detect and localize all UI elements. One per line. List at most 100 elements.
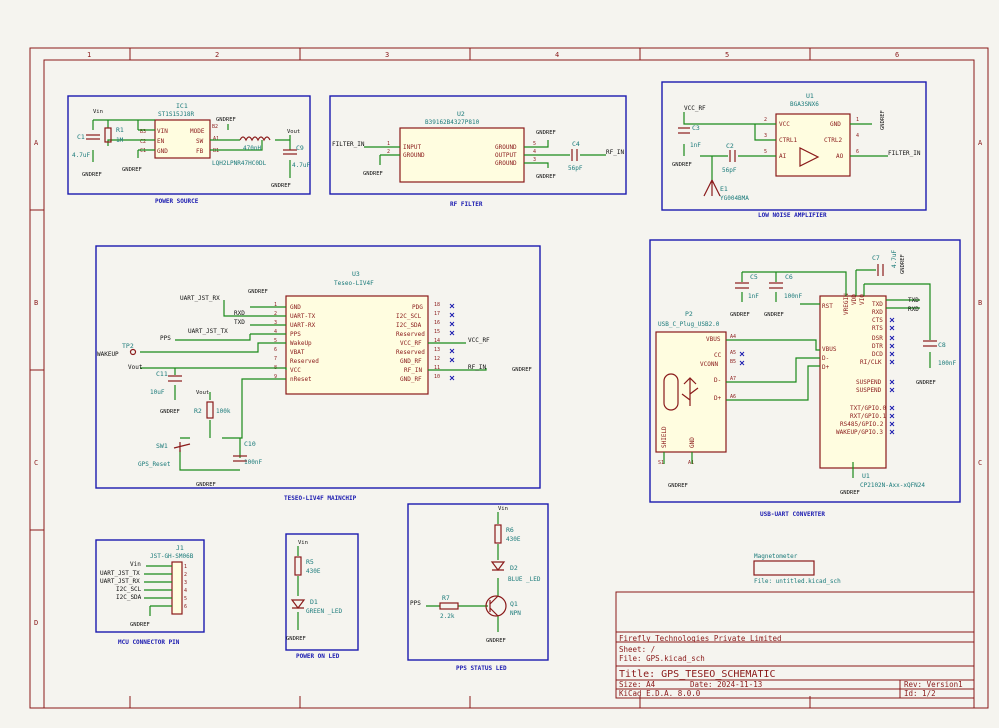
r6-value: 430E — [506, 536, 521, 543]
filter-gnd-3: GNDREF — [536, 174, 556, 180]
teseo-net-rf-in: RF_IN — [468, 364, 486, 371]
u3-pin-r15: Reserved — [396, 331, 425, 338]
u3-ref: U3 — [352, 270, 360, 278]
lna-pin-gnd: GND — [830, 121, 841, 128]
ic1-pin-fb: FB — [196, 148, 204, 155]
grid-row-b-right: B — [978, 299, 982, 307]
p2-pin-dm: D- — [714, 377, 721, 384]
u2-pin-ground-r1: GROUND — [495, 144, 517, 151]
u2-num-1: 1 — [387, 141, 390, 147]
ic1-body — [154, 119, 211, 159]
magnetometer-name: Magnetometer — [754, 553, 798, 560]
power-gnd-1: GNDREF — [82, 172, 102, 178]
c11-value: 10uF — [150, 389, 165, 396]
grid-col-5: 5 — [725, 51, 729, 59]
u3-num-l1: 1 — [274, 302, 277, 308]
rf-filter-block: RF FILTER U2 B39162B4327P810 INPUT GROUN… — [329, 95, 627, 208]
lna-u1-body — [775, 113, 851, 177]
c3-value: 1nF — [690, 142, 701, 149]
c7-ref: C7 — [872, 254, 880, 262]
e1-ref: E1 — [720, 185, 728, 193]
lna-pin-ai: AI — [779, 153, 787, 160]
lna-num-2: 2 — [764, 117, 767, 123]
power-led-block: POWER ON LED Vin R5 430E D1 GREEN _LED G… — [285, 533, 359, 660]
teseo-gnd-3: GNDREF — [196, 482, 216, 488]
grid-col-4: 4 — [555, 51, 559, 59]
tb-file: File: GPS.kicad_sch — [619, 654, 705, 663]
ppsled-gnd: GNDREF — [486, 638, 506, 644]
grid-col-3: 3 — [385, 51, 389, 59]
ic1-pin-gnd: GND — [157, 148, 168, 155]
power-source-block: POWER SOURCE IC1 ST1S15J18R MODE VIN EN … — [67, 95, 311, 205]
u3-num-r16: 16 — [434, 320, 440, 326]
cp2102-pin-suspend: SUSPEND — [856, 379, 882, 386]
u3-pin-l1: GND — [290, 304, 301, 311]
u3-pin-r12: GND_RF — [400, 358, 422, 365]
j1-net-uart-tx: UART_JST_TX — [100, 570, 140, 577]
ic1-num-a1: A1 — [213, 136, 219, 142]
grid-col-2: 2 — [215, 51, 219, 59]
p2-num-a7: A7 — [730, 376, 736, 382]
u3-value: Teseo-LIV4F — [334, 280, 374, 287]
title-block: Firefly Technologies Private Limited She… — [615, 591, 975, 699]
usb-net-rxd: RXD — [908, 306, 919, 313]
grid-row-b: B — [34, 299, 38, 307]
l1-part: LQH2LPNR47HC0DL — [212, 160, 267, 167]
tb-company: Firefly Technologies Private Limited — [619, 634, 782, 643]
u3-pin-l9: nReset — [290, 376, 312, 383]
sw1-value: GPS_Reset — [138, 461, 171, 468]
power-vin-label: Vin — [93, 109, 103, 115]
u3-num-l2: 2 — [274, 311, 277, 317]
pps-led-block: PPS STATUS LED Vin R6 430E D2 BLUE _LED … — [407, 503, 549, 672]
u3-pin-l3: UART-RX — [290, 322, 316, 329]
tp2-ref: TP2 — [122, 342, 134, 350]
usb-gnd-6: GNDREF — [900, 254, 906, 274]
cp2102-pin-vio: VIO — [859, 294, 866, 305]
teseo-net-vout: Vout — [128, 364, 143, 371]
lna-num-3: 3 — [764, 133, 767, 139]
cp2102-pin-ri: RI/CLK — [860, 359, 882, 366]
l1-value: 470nH — [243, 145, 261, 152]
c9-ref: C9 — [296, 144, 304, 152]
magnetometer-sheet[interactable]: Magnetometer File: untitled.kicad_sch — [753, 553, 841, 585]
r5-value: 430E — [306, 568, 321, 575]
j1-net-uart-rx: UART_JST_RX — [100, 578, 140, 585]
tb-tool: KiCad E.D.A. 8.0.0 — [619, 689, 701, 698]
ic1-value: ST1S15J18R — [158, 111, 195, 118]
mcu-connector-block: MCU CONNECTOR PIN J1 JST-GH-SM06B Vin UA… — [95, 539, 205, 646]
ic1-pin-mode: MODE — [190, 128, 205, 135]
u3-pin-r16: I2C_SDA — [396, 322, 422, 329]
c10-ref: C10 — [244, 440, 256, 448]
r7-value: 2.2k — [440, 613, 455, 620]
lna-gnd-2: GNDREF — [880, 110, 886, 130]
lna-num-1: 1 — [856, 117, 859, 123]
j1-num-1: 1 — [184, 564, 187, 570]
ic1-ref: IC1 — [176, 102, 188, 110]
rf-filter-title: RF FILTER — [450, 201, 483, 208]
ic1-pin-en: EN — [157, 138, 165, 145]
u2-pin-output: OUTPUT — [495, 152, 517, 159]
teseo-net-pps: PPS — [160, 335, 171, 342]
ic1-pin-sw: SW — [196, 138, 204, 145]
teseo-block: TESEO-LIV4F MAINCHIP U3 Teseo-LIV4F GND … — [95, 245, 541, 502]
teseo-net-txd: TXD — [234, 319, 245, 326]
j1-body — [171, 561, 183, 615]
u3-num-r14: 14 — [434, 338, 440, 344]
c6-value: 100nF — [784, 293, 802, 300]
d2-value: BLUE _LED — [508, 576, 541, 583]
u2-num-2: 2 — [387, 149, 390, 155]
c4-ref: C4 — [572, 140, 580, 148]
lna-pin-ctrl2: CTRL2 — [824, 137, 842, 144]
grid-row-d: D — [34, 619, 38, 627]
mcu-connector-title: MCU CONNECTOR PIN — [118, 639, 180, 646]
p2-ref: P2 — [685, 310, 693, 318]
u3-pin-r10: GND_RF — [400, 376, 422, 383]
c5-value: 1nF — [748, 293, 759, 300]
cp2102-pin-gpio2: RS485/GPIO.2 — [840, 421, 884, 428]
cp2102-ref: U1 — [862, 472, 870, 480]
filter-gnd-1: GNDREF — [363, 171, 383, 177]
u3-right-pins: PDG I2C_SCL I2C_SDA Reserved VCC_RF Rese… — [396, 302, 440, 383]
c8-value: 100nF — [938, 360, 956, 367]
cp2102-pin-gpio0: TXT/GPIO.0 — [850, 405, 887, 412]
sw1-ref: SW1 — [156, 442, 168, 450]
